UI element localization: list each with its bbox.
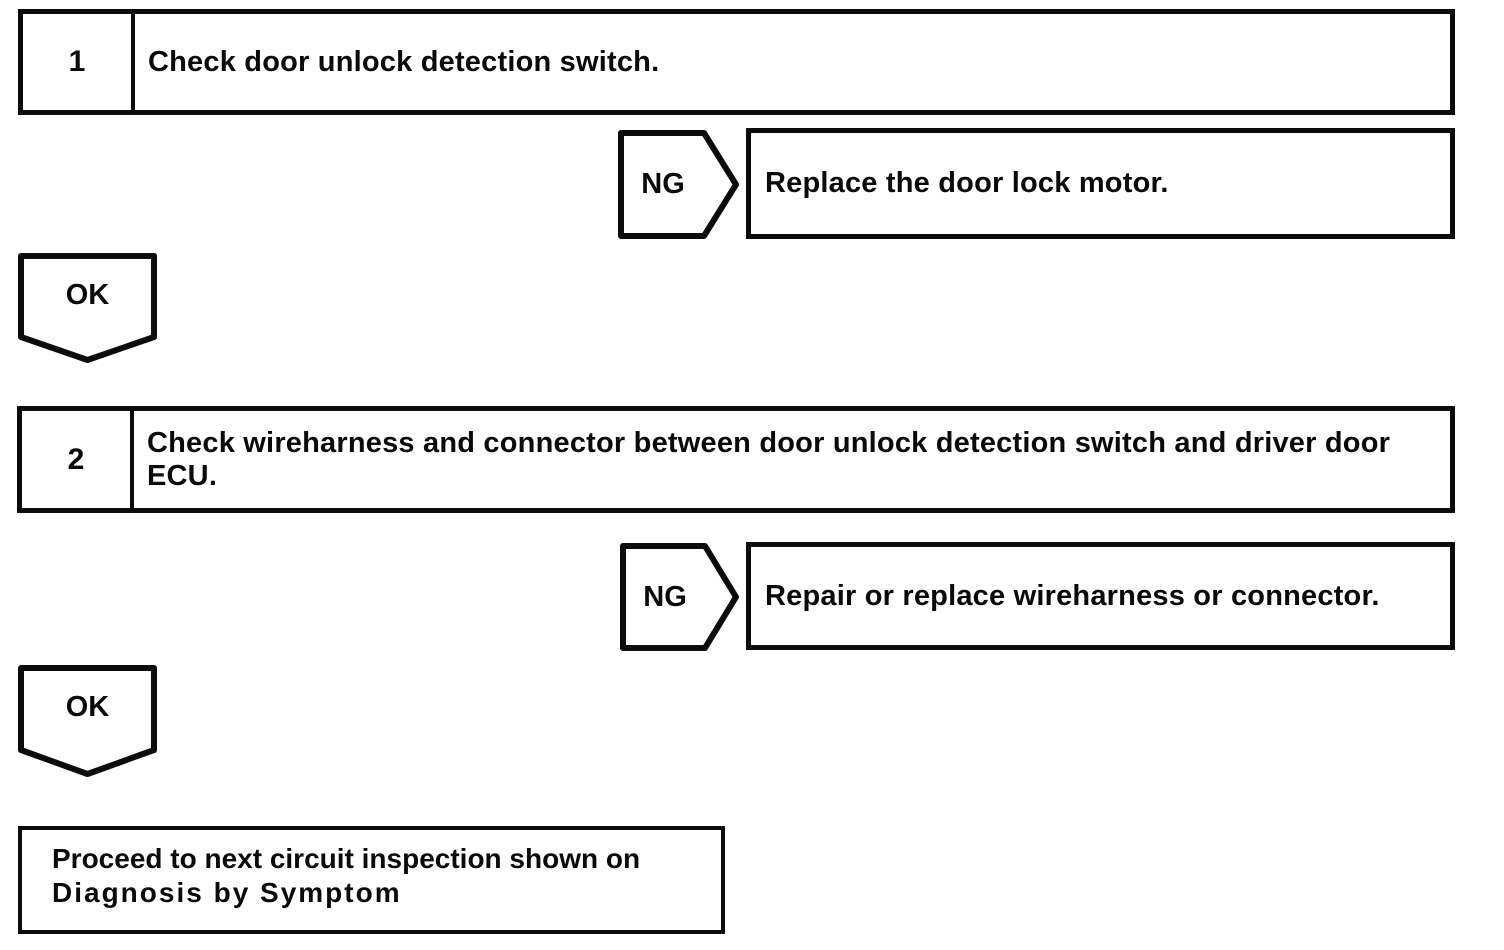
- final-instruction-line2: Diagnosis by Symptom: [52, 877, 402, 908]
- ng-result-1: Replace the door lock motor.: [746, 128, 1455, 239]
- ng-tag-1: NG: [618, 130, 739, 239]
- ok-tag-2-label: OK: [65, 690, 110, 723]
- ng-result-2: Repair or replace wireharness or connect…: [746, 542, 1455, 650]
- final-instruction-line1: Proceed to next circuit inspection shown…: [52, 843, 641, 874]
- step-2-number: 2: [22, 411, 134, 508]
- ng-tag-2-label: NG: [643, 580, 687, 613]
- ok-tag-1-label: OK: [65, 278, 110, 311]
- ok-arrow-icon: [18, 665, 157, 777]
- ok-tag-1: OK: [18, 253, 157, 363]
- ok-arrow-icon: [18, 253, 157, 363]
- step-1-number: 1: [23, 14, 135, 110]
- step-2-instruction: Check wireharness and connector between …: [147, 426, 1391, 492]
- ng-tag-1-label: NG: [641, 168, 685, 200]
- ng-tag-2: NG: [620, 543, 739, 651]
- ng-arrow-icon: [620, 543, 739, 651]
- ok-tag-2: OK: [18, 665, 157, 777]
- step-1-instruction: Check door unlock detection switch.: [148, 45, 660, 78]
- final-instruction-box: Proceed to next circuit inspection shown…: [18, 826, 725, 934]
- step-2-box: 2 Check wireharness and connector betwee…: [17, 406, 1455, 513]
- ng-arrow-icon: [618, 130, 739, 239]
- step-1-box: 1 Check door unlock detection switch.: [18, 9, 1455, 115]
